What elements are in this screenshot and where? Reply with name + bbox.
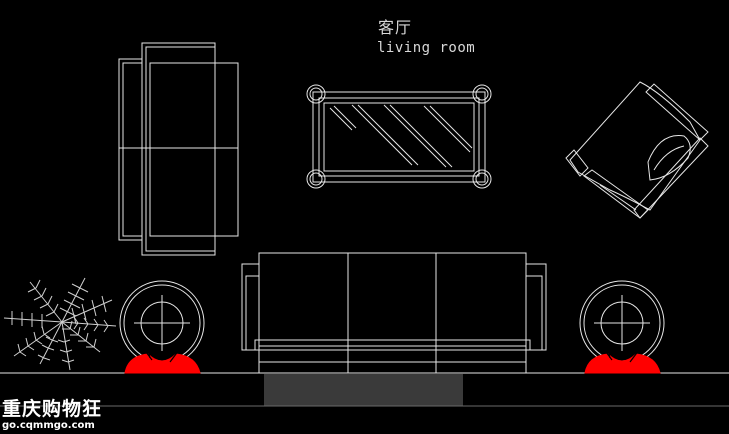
lamp-base-right <box>584 341 661 374</box>
coffee-table <box>306 84 492 189</box>
lamp-base-left <box>124 341 201 374</box>
loveseat-top-view <box>118 42 239 256</box>
potted-plant <box>3 277 117 371</box>
room-label-english: living room <box>377 40 476 56</box>
side-table-left <box>119 280 205 366</box>
watermark-url: go.cqmmgo.com <box>2 420 95 431</box>
three-seat-sofa <box>241 252 547 374</box>
side-table-right <box>579 280 665 366</box>
watermark: 重庆购物狂 go.cqmmgo.com <box>2 398 102 431</box>
watermark-name: 重庆购物狂 <box>2 398 103 420</box>
room-label-chinese: 客厅 <box>378 18 413 37</box>
rug-block <box>264 374 463 406</box>
armchair-top-view <box>565 81 709 219</box>
